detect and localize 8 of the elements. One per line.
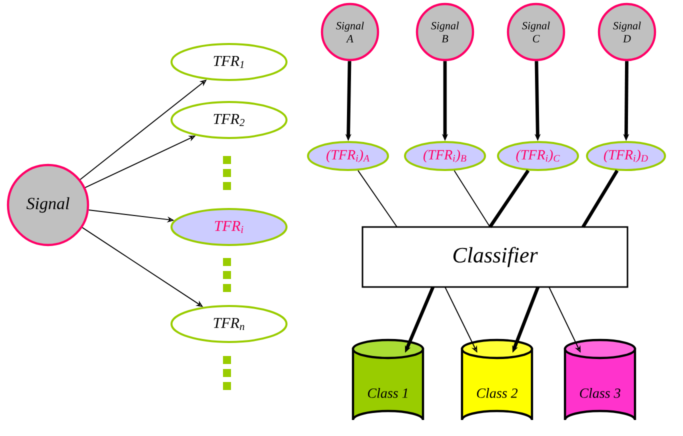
connector-line [582, 170, 619, 228]
class-cylinder: Class 1 [352, 338, 424, 422]
classifier-box: Classifier [362, 226, 628, 288]
class-cylinder: Class 3 [564, 338, 636, 422]
connector-line [454, 170, 490, 228]
class-cylinder: Class 2 [460, 338, 534, 422]
connector-line [488, 170, 530, 228]
connector-line [358, 170, 398, 228]
